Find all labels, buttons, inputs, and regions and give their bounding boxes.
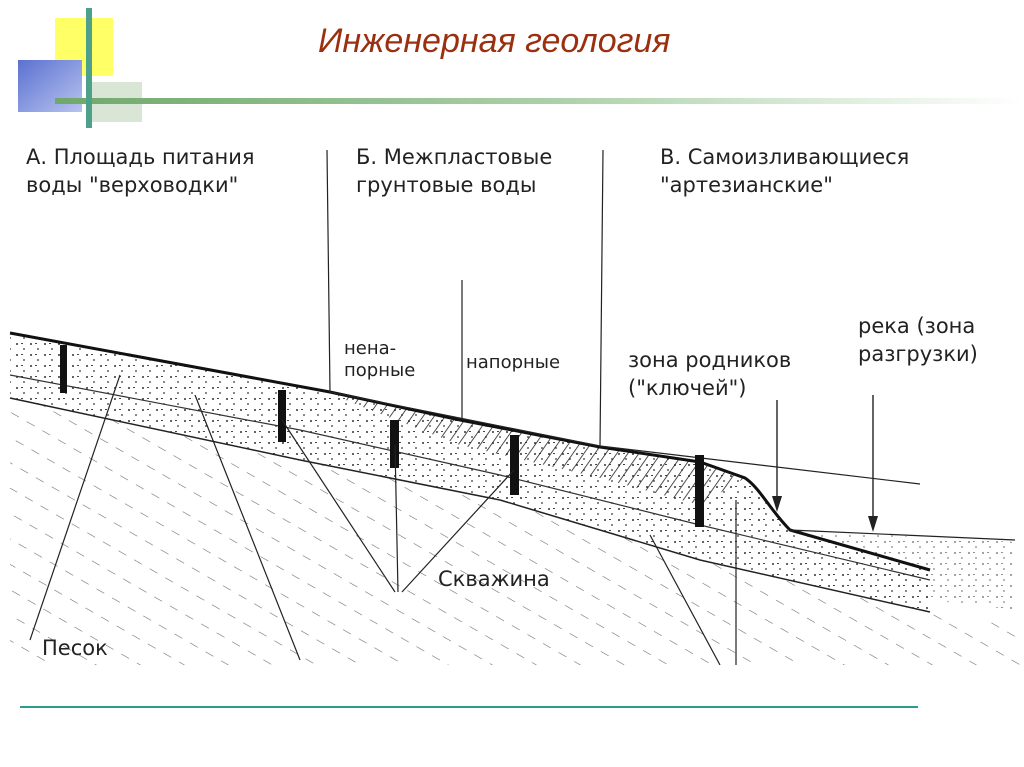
zone-divider-ab bbox=[326, 149, 331, 393]
layer-leader bbox=[194, 394, 301, 661]
river-arrowhead bbox=[868, 516, 878, 532]
well-leader-2 bbox=[394, 444, 399, 593]
deco-vertical-bar bbox=[86, 8, 92, 128]
nonpressure-label: нена- порные bbox=[344, 338, 415, 382]
deco-blue-square bbox=[18, 60, 82, 112]
river-line2: разгрузки) bbox=[858, 342, 978, 366]
well-5 bbox=[695, 455, 704, 527]
spring-arrowhead bbox=[772, 496, 782, 512]
well-3 bbox=[390, 420, 399, 468]
spring-leader-low bbox=[649, 534, 721, 665]
river-level-line bbox=[789, 529, 1016, 541]
sand-layer bbox=[10, 333, 930, 612]
zone-divider-bc bbox=[599, 149, 604, 448]
sand-label: Песок bbox=[42, 636, 108, 660]
zone-c-label: В. Самоизливающиеся "артезианские" bbox=[660, 143, 909, 199]
pressure-label: напорные bbox=[466, 352, 561, 373]
geological-cross-section bbox=[9, 149, 1020, 665]
zone-a-line1: А. Площадь питания bbox=[26, 145, 255, 169]
nonpressure-line1: нена- bbox=[344, 338, 397, 359]
zone-b-line2: грунтовые воды bbox=[356, 173, 537, 197]
springs-zone-label: зона родников ("ключей") bbox=[628, 346, 791, 402]
header-decoration bbox=[18, 8, 1024, 128]
well-label: Скважина bbox=[438, 567, 550, 591]
aquitard-line bbox=[9, 397, 931, 613]
zone-b-line1: Б. Межпластовые bbox=[356, 145, 553, 169]
clay-layer bbox=[330, 392, 745, 505]
springs-line2: ("ключей") bbox=[628, 376, 747, 400]
slide-title: Инженерная геология bbox=[318, 22, 671, 60]
well-1 bbox=[60, 345, 67, 393]
zone-a-label: А. Площадь питания воды "верховодки" bbox=[26, 143, 255, 199]
well-4 bbox=[510, 435, 519, 495]
zone-a-line2: воды "верховодки" bbox=[26, 173, 239, 197]
deco-horizontal-bar bbox=[55, 98, 1024, 104]
well-leader-3 bbox=[401, 469, 515, 593]
zone-b-label: Б. Межпластовые грунтовые воды bbox=[356, 143, 552, 199]
zone-c-line1: В. Самоизливающиеся bbox=[660, 145, 910, 169]
river-line1: река (зона bbox=[858, 314, 976, 338]
ground-surface-line bbox=[9, 331, 931, 572]
well-leader-1 bbox=[281, 419, 396, 593]
well-2 bbox=[278, 390, 286, 442]
zone-c-line2: "артезианские" bbox=[660, 173, 833, 197]
springs-line1: зона родников bbox=[628, 348, 792, 372]
sand-leader bbox=[29, 374, 121, 641]
bottom-accent-line bbox=[20, 706, 918, 708]
bedrock-layer bbox=[10, 398, 1020, 665]
river-label: река (зона разгрузки) bbox=[858, 312, 978, 368]
river-area bbox=[790, 530, 1015, 610]
nonpressure-line2: порные bbox=[344, 360, 416, 381]
sand-bottom-line bbox=[9, 374, 931, 581]
